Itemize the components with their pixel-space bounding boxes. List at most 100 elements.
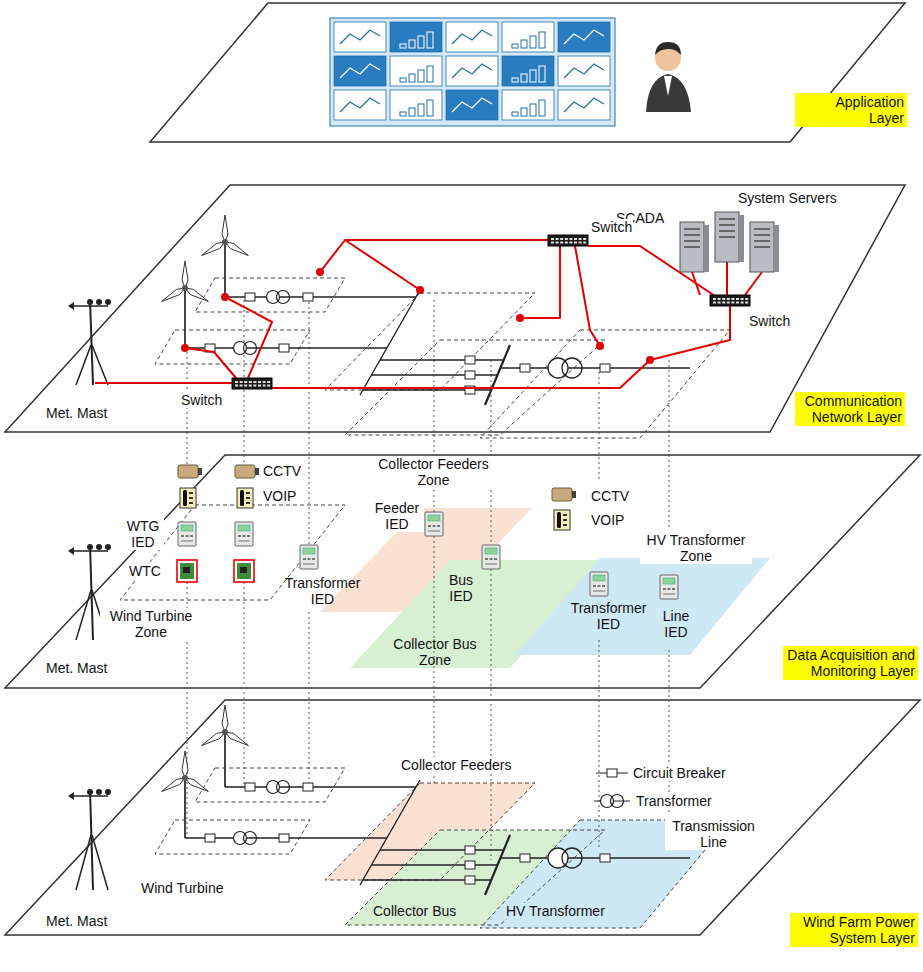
server-slot [754, 234, 770, 236]
camera-lens [198, 468, 202, 475]
phone-body [554, 510, 570, 530]
ied-body [300, 545, 318, 569]
switch-port [718, 302, 721, 304]
ied-screen [663, 578, 675, 584]
switch-port [583, 238, 586, 240]
ied-button [485, 558, 488, 560]
turbine-hub [182, 775, 188, 781]
feeder-line [380, 359, 504, 360]
transformer-coil [244, 342, 257, 355]
part-label: Met. Mast [45, 913, 108, 929]
turbine-blade [202, 242, 225, 256]
dashboard-tile [558, 56, 610, 86]
dashboard-tile [446, 22, 498, 52]
ied-button [303, 558, 306, 560]
server-slot [684, 228, 700, 230]
switch-port [741, 298, 744, 300]
part-label: Collector Feeders [400, 757, 513, 773]
cctv-icon [178, 465, 202, 478]
network-link [726, 262, 728, 295]
camera-body [235, 465, 255, 478]
ied-icon [660, 575, 678, 599]
layer-plane [150, 3, 905, 142]
switch-port [718, 298, 721, 300]
ied-button [433, 525, 436, 527]
part-label: Transmission Line [665, 818, 762, 850]
dotted-link [187, 352, 188, 465]
ied-button [485, 563, 497, 565]
switch-port [263, 385, 266, 387]
mast-pole [90, 790, 93, 890]
tile-bar [409, 74, 415, 82]
switch-port [574, 242, 577, 244]
server-icon [715, 212, 744, 262]
switch-port [741, 302, 744, 304]
met-mast [68, 299, 111, 385]
server-side [704, 225, 709, 272]
dashboard [330, 18, 615, 126]
part-label: Switch [180, 392, 223, 408]
ied-button [663, 588, 666, 590]
tile-graph [340, 30, 380, 44]
turbine-blade [185, 288, 208, 302]
server-slot [684, 246, 700, 248]
tile-graph [452, 98, 492, 112]
transformer-coil [611, 795, 624, 808]
part-label: Bus IED [440, 572, 482, 604]
server-slot [754, 246, 770, 248]
part-label: Collector Bus [372, 903, 457, 919]
tile-graph [452, 64, 492, 78]
turbine-tower [184, 778, 186, 838]
wtc-pcb [237, 563, 251, 579]
part-label: CCTV [262, 463, 302, 479]
comm-links [95, 240, 762, 388]
switch-port [244, 385, 247, 387]
dashboard-tile [390, 90, 442, 120]
part-label: Collector Bus Zone [380, 636, 490, 668]
turbine-tower [224, 242, 226, 297]
phone-key [246, 497, 250, 499]
hv-transformer-symbol [548, 358, 582, 378]
wtc-chip [240, 567, 247, 573]
mast-leg [76, 835, 91, 890]
mast-arm [72, 305, 108, 307]
server-slot [719, 224, 735, 226]
circuit-breaker-symbol [465, 876, 475, 884]
anemometer-cup [105, 544, 111, 550]
transformer-coil [244, 832, 257, 845]
switch-port [258, 381, 261, 383]
tile-bar [427, 32, 433, 48]
layer-label: Communication Network Layer [795, 392, 905, 426]
anemometer-cup [96, 789, 102, 795]
turbine-tower [224, 732, 226, 787]
zone-outline [155, 820, 310, 854]
ied-screen [238, 525, 250, 531]
layer-label-text: Wind Farm Power System Layer [803, 914, 915, 946]
network-link [575, 246, 600, 346]
turbine-blade [225, 242, 248, 256]
tile-bar [409, 40, 415, 48]
network-switch [232, 378, 272, 389]
wind-turbine [162, 751, 209, 838]
switch-port [263, 381, 266, 383]
ied-body [235, 522, 253, 546]
server-icon [750, 222, 779, 272]
switch-port [551, 238, 554, 240]
switch-port [551, 242, 554, 244]
power-system [162, 705, 690, 895]
tile-bar [521, 40, 527, 48]
operator-shirt [664, 76, 672, 96]
switch-body [548, 235, 588, 246]
feeder-line [371, 374, 497, 375]
dashboard-tile [502, 22, 554, 52]
dashboard-tile [334, 22, 386, 52]
mast-leg [92, 345, 108, 385]
phone-body [180, 488, 196, 508]
mast-leg [76, 590, 91, 640]
wind-vane [68, 792, 74, 800]
camera-lens [255, 468, 259, 475]
part-label: WTG IED [122, 518, 164, 550]
ied-screen [181, 525, 193, 531]
ied-icon [300, 545, 318, 569]
turbine-tower [184, 288, 186, 348]
